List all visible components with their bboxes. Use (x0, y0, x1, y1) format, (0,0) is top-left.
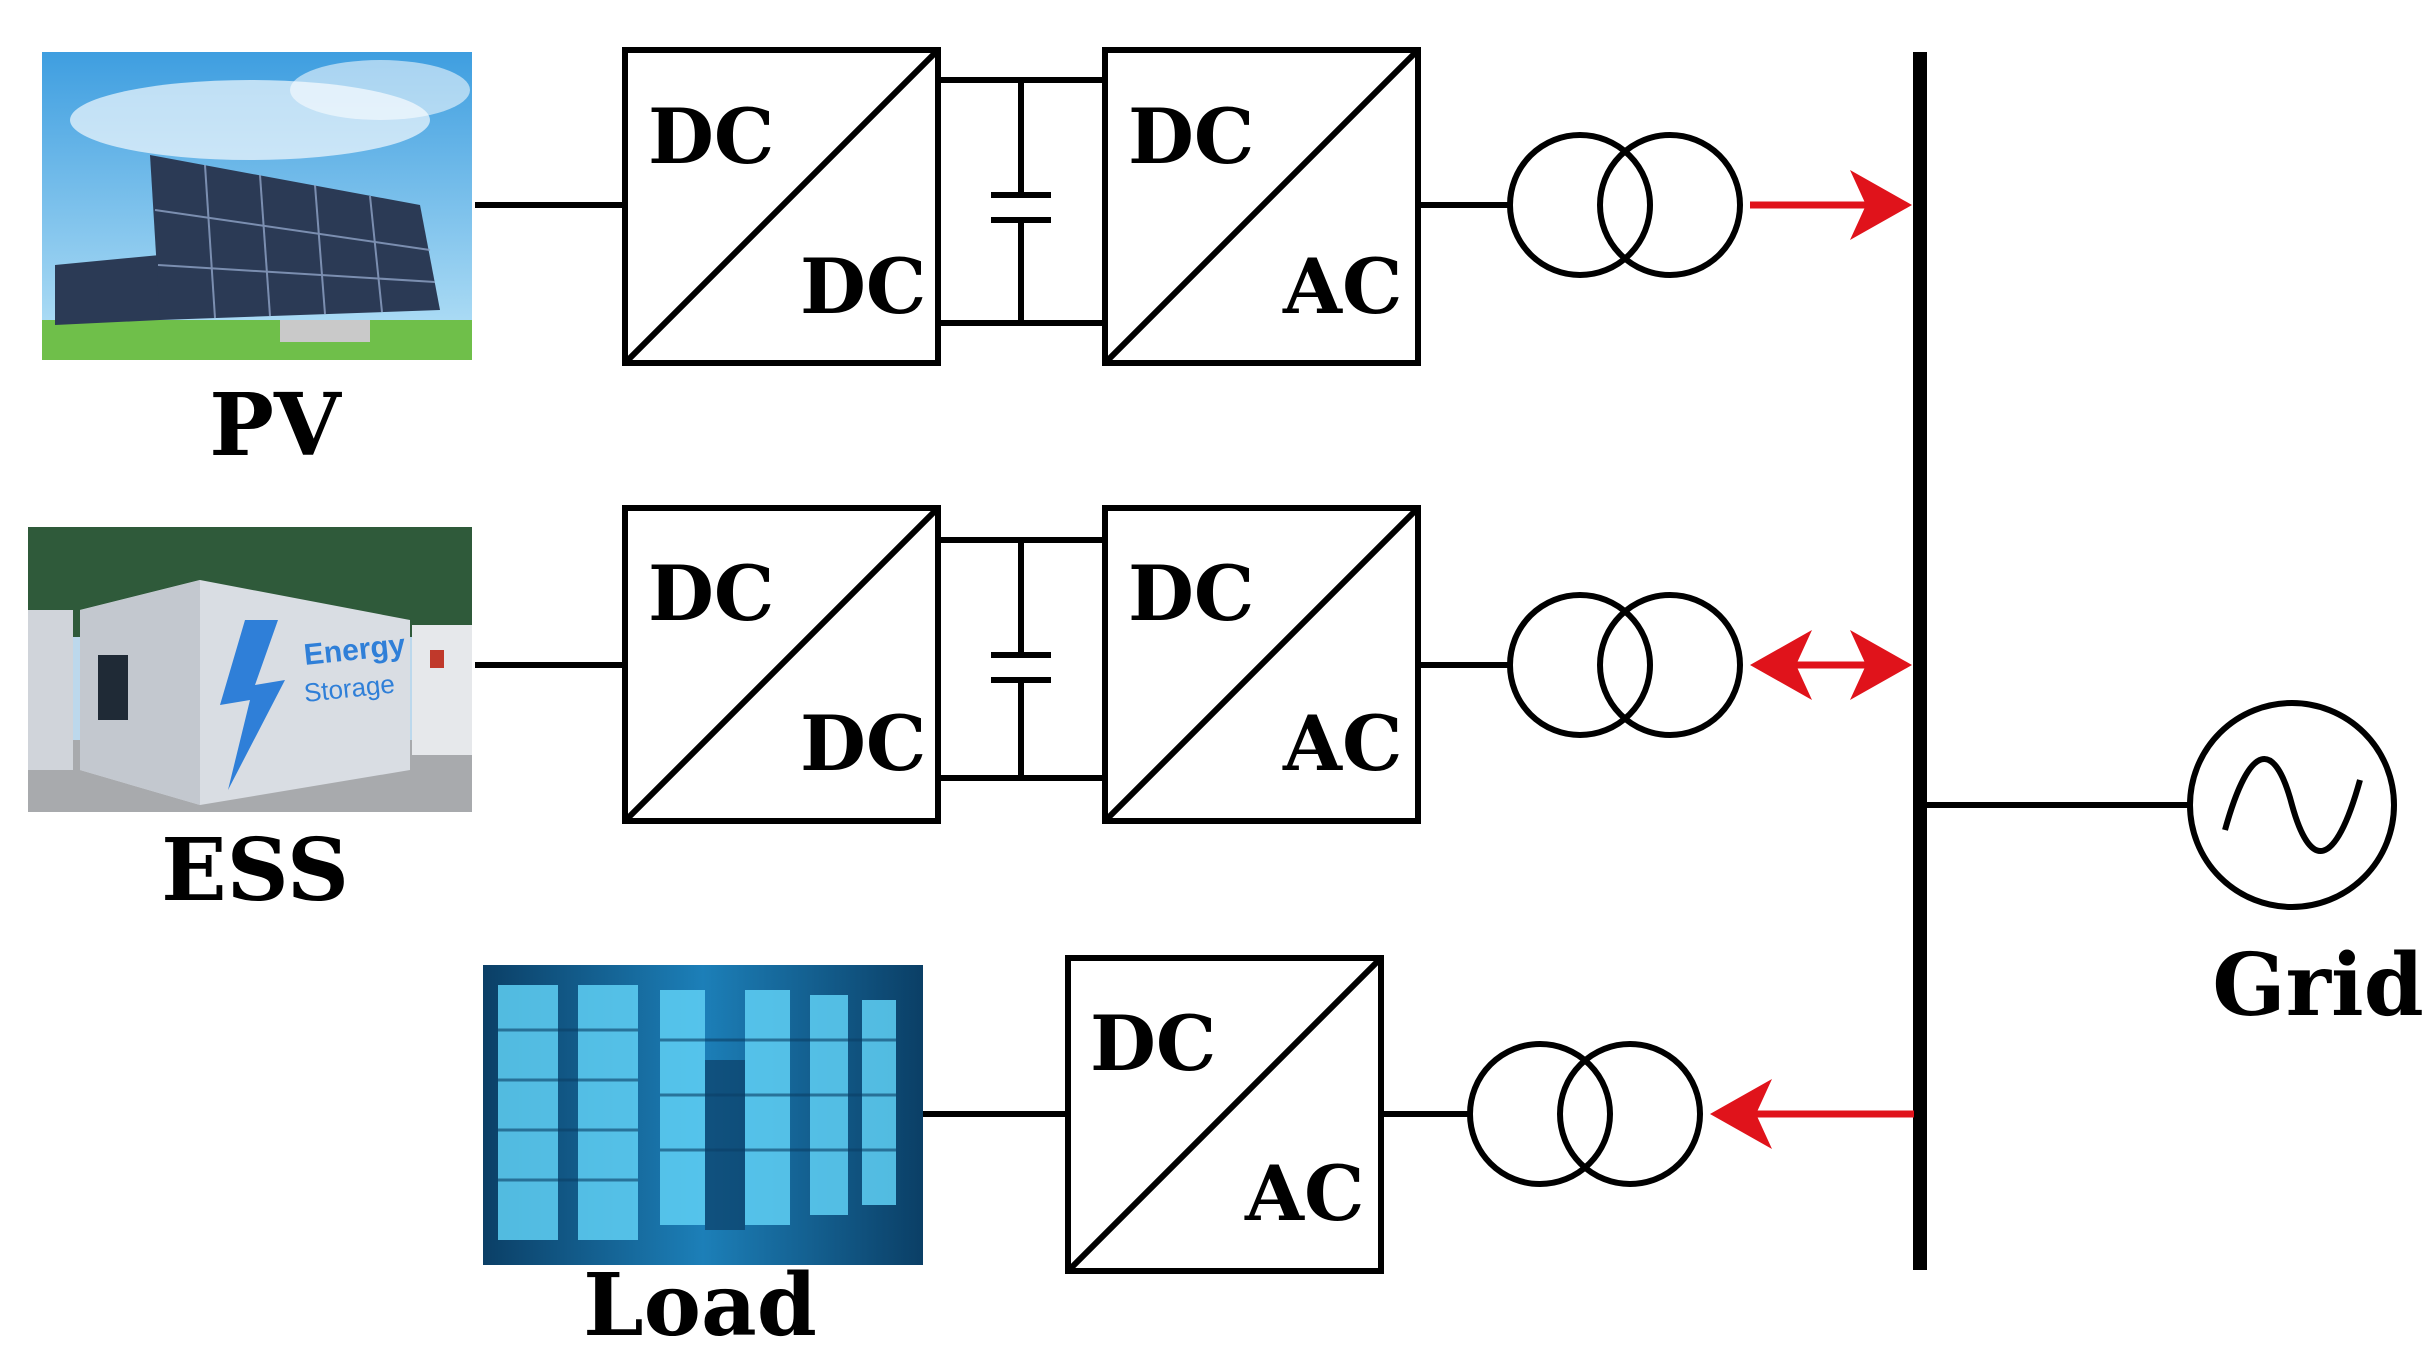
power-flow-arrows (1710, 170, 1914, 1149)
ess-dcdc-bottom-label: DC (800, 699, 926, 788)
ess-dcdc-converter (622, 505, 941, 824)
load-dcac-top-label: DC (1090, 999, 1216, 1088)
ac-source-icon (2187, 700, 2397, 910)
pv-dcdc-bottom-label: DC (800, 242, 926, 331)
ess-image: Energy Storage (28, 527, 472, 812)
pv-flow-arrow (1750, 170, 1912, 240)
capacitor-icon (991, 80, 1051, 323)
load-dcac-bottom-label: AC (1244, 1149, 1364, 1238)
wiring (475, 47, 2397, 1274)
ess-label: ESS (161, 820, 349, 921)
transformer-icon (1507, 132, 1743, 278)
load-label: Load (583, 1255, 817, 1356)
pv-dcdc-top-label: DC (648, 92, 774, 181)
ess-dcac-top-label: DC (1128, 549, 1254, 638)
load-image (483, 965, 923, 1265)
pv-label: PV (209, 375, 342, 476)
ess-dcdc-top-label: DC (648, 549, 774, 638)
transformer-icon (1507, 592, 1743, 738)
pv-image (42, 52, 472, 360)
capacitor-icon (991, 540, 1051, 778)
pv-dcac-bottom-label: AC (1282, 242, 1402, 331)
pv-dcac-top-label: DC (1128, 92, 1254, 181)
load-flow-arrow (1710, 1079, 1914, 1149)
ess-flow-arrow (1750, 630, 1912, 700)
pv-dcdc-converter (622, 47, 941, 366)
grid-label: Grid (2212, 935, 2424, 1036)
transformer-icon (1467, 1041, 1703, 1187)
ess-dcac-bottom-label: AC (1282, 699, 1402, 788)
